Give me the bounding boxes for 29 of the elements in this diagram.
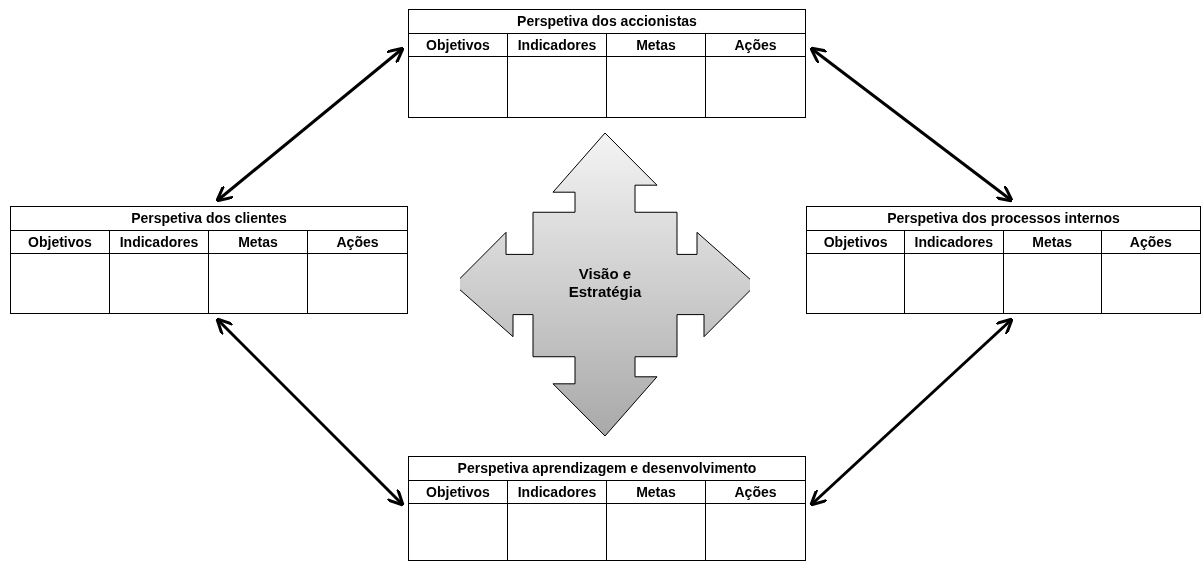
double-arrow (809, 46, 1014, 203)
double-arrow (809, 317, 1014, 507)
table-title: Perspetiva dos clientes (11, 207, 407, 231)
perspective-table (10, 206, 408, 314)
perspective-table (806, 206, 1201, 314)
column-header: Indicadores (905, 231, 1004, 254)
column-header: Objetivos (807, 231, 906, 254)
perspective-table (408, 9, 806, 118)
perspective-table (408, 456, 806, 561)
table-title: Perspetiva aprendizagem e desenvolvimento (409, 457, 805, 481)
center-label: Visão e Estratégia (567, 264, 643, 301)
column-header: Objetivos (11, 231, 110, 254)
double-arrow (215, 46, 405, 203)
table-title: Perspetiva dos processos internos (807, 207, 1200, 231)
column-header: Indicadores (508, 34, 607, 57)
column-header: Metas (607, 481, 706, 504)
column-header: Metas (607, 34, 706, 57)
column-header: Ações (706, 34, 805, 57)
column-header: Metas (1003, 231, 1102, 254)
column-header: Objetivos (409, 481, 508, 504)
column-header: Ações (706, 481, 805, 504)
column-header: Ações (308, 231, 407, 254)
column-header: Indicadores (508, 481, 607, 504)
table-title: Perspetiva dos accionistas (409, 10, 805, 34)
double-arrow (215, 317, 405, 507)
column-header: Indicadores (110, 231, 209, 254)
column-header: Metas (209, 231, 308, 254)
column-header: Ações (1101, 231, 1200, 254)
column-header: Objetivos (409, 34, 508, 57)
